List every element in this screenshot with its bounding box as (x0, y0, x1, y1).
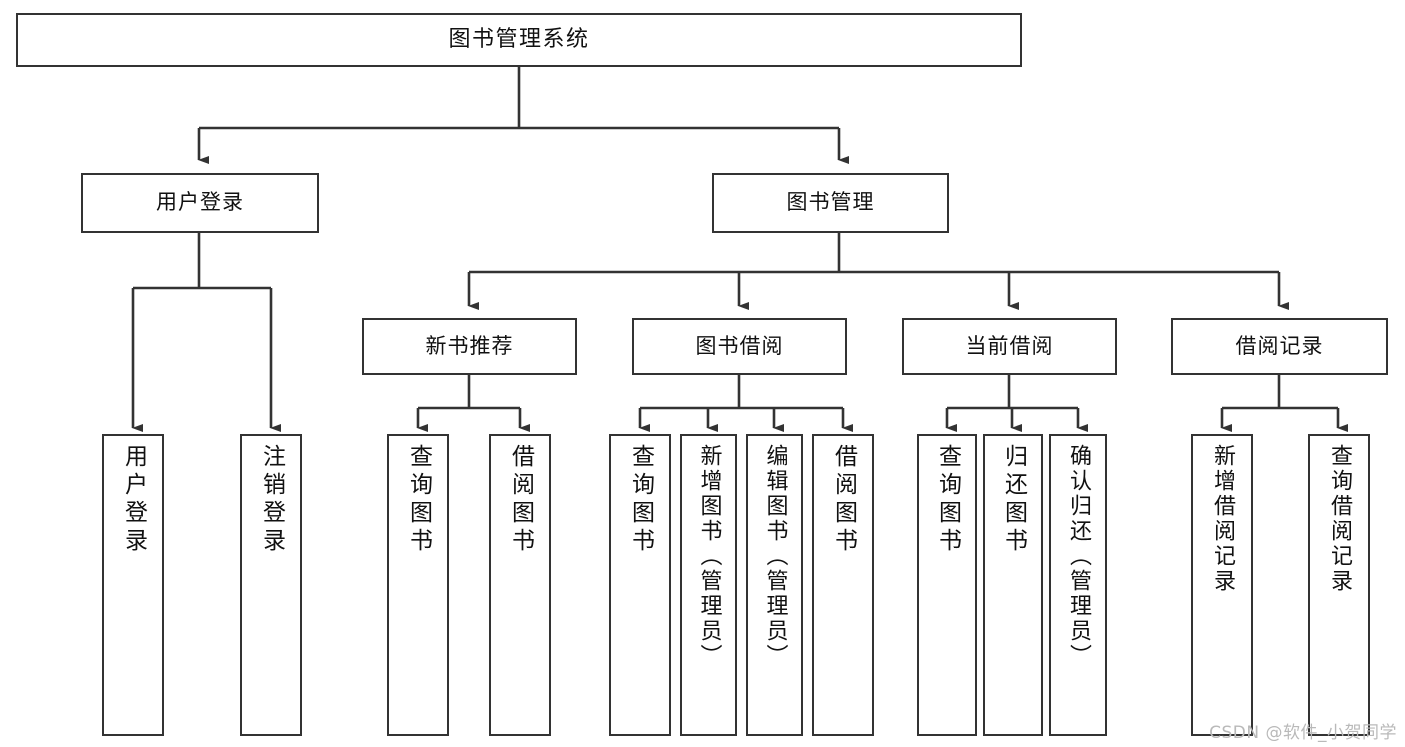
node-label: 借阅图书 (507, 444, 534, 556)
node-label: 新增借阅记录 (1210, 444, 1235, 594)
node-label: 确认归还（管理员） (1066, 444, 1091, 669)
node-label: 图书借阅 (695, 333, 784, 358)
node-leaf-add-borrow-record[interactable]: 新增借阅记录 (1191, 434, 1253, 736)
node-label: 编辑图书（管理员） (762, 444, 788, 669)
node-label: 查询借阅记录 (1327, 444, 1352, 594)
node-leaf-logout-login[interactable]: 注销登录 (240, 434, 302, 736)
node-label: 借阅记录 (1235, 333, 1324, 358)
node-leaf-borrow-book-recommend[interactable]: 借阅图书 (489, 434, 551, 736)
node-leaf-confirm-return-admin[interactable]: 确认归还（管理员） (1049, 434, 1107, 736)
node-leaf-user-login[interactable]: 用户登录 (102, 434, 164, 736)
node-current-borrow[interactable]: 当前借阅 (902, 318, 1117, 375)
node-book-borrow[interactable]: 图书借阅 (632, 318, 847, 375)
node-label: 查询图书 (627, 444, 654, 556)
node-root-book-management-system[interactable]: 图书管理系统 (16, 13, 1022, 67)
node-leaf-query-book-borrow[interactable]: 查询图书 (609, 434, 671, 736)
node-label: 图书管理 (786, 190, 875, 215)
node-new-book-recommend[interactable]: 新书推荐 (362, 318, 577, 375)
node-leaf-edit-book-admin[interactable]: 编辑图书（管理员） (746, 434, 803, 736)
node-label: 图书管理系统 (448, 26, 590, 52)
node-label: 查询图书 (934, 444, 961, 556)
node-label: 注销登录 (258, 444, 285, 556)
node-leaf-return-book[interactable]: 归还图书 (983, 434, 1043, 736)
node-leaf-query-borrow-record[interactable]: 查询借阅记录 (1308, 434, 1370, 736)
node-user-login[interactable]: 用户登录 (81, 173, 319, 233)
node-label: 新书推荐 (425, 333, 514, 358)
node-borrow-record[interactable]: 借阅记录 (1171, 318, 1388, 375)
node-leaf-borrow-book-borrow[interactable]: 借阅图书 (812, 434, 874, 736)
node-label: 新增图书（管理员） (696, 444, 722, 669)
node-leaf-add-book-admin[interactable]: 新增图书（管理员） (680, 434, 737, 736)
node-label: 用户登录 (120, 444, 147, 556)
node-label: 归还图书 (1000, 444, 1027, 556)
node-label: 用户登录 (156, 190, 244, 215)
node-book-management[interactable]: 图书管理 (712, 173, 949, 233)
node-leaf-query-book-current[interactable]: 查询图书 (917, 434, 977, 736)
node-label: 查询图书 (405, 444, 432, 556)
node-label: 借阅图书 (830, 444, 857, 556)
node-label: 当前借阅 (965, 333, 1054, 358)
node-leaf-query-book-recommend[interactable]: 查询图书 (387, 434, 449, 736)
csdn-watermark: CSDN @软件_小贺同学 (1209, 723, 1397, 743)
